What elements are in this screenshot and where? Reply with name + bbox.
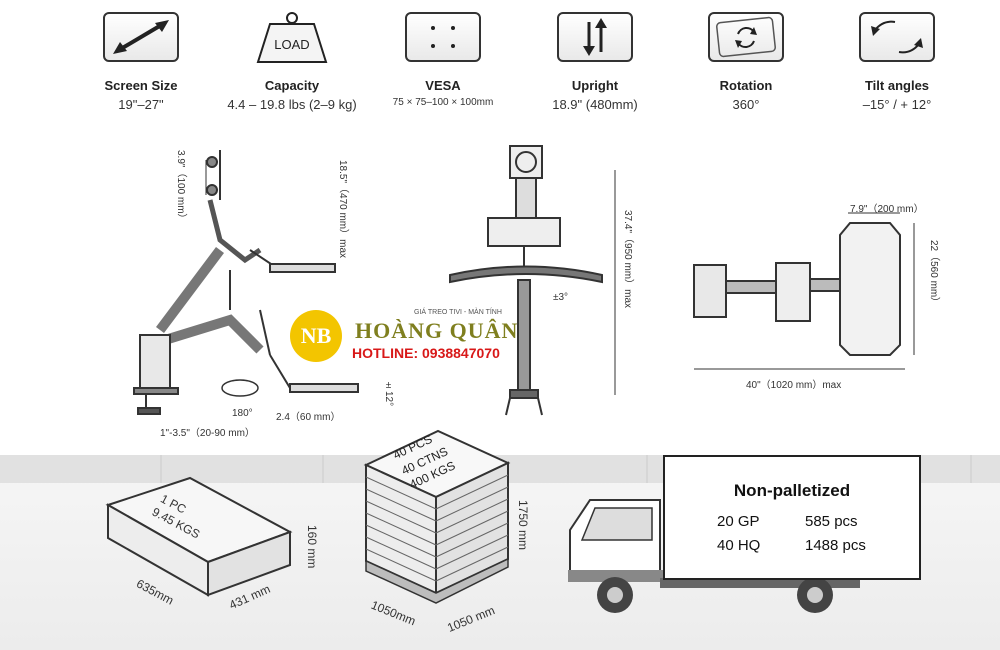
top-depth: 22（560 mm） — [928, 240, 939, 308]
brand-title: HOÀNG QUÂN — [355, 318, 519, 343]
spec-title: Screen Size — [104, 78, 178, 93]
spec-vesa: VESA 75 × 75–100 × 100mm — [368, 12, 518, 108]
carton-box-diagram — [105, 476, 293, 597]
updown-arrows-icon — [557, 12, 633, 62]
pallet-diagram — [363, 429, 511, 604]
side-depth: 2.4（60 mm） — [276, 412, 341, 423]
spec-title: Rotation — [719, 78, 773, 93]
pallet-height: 1750 mm — [516, 500, 530, 551]
side-angle: 180° — [232, 408, 253, 419]
vesa-pattern-icon — [405, 12, 481, 62]
spec-value: 75 × 75–100 × 100mm — [392, 97, 494, 108]
rotation-icon — [708, 12, 784, 62]
shipping-info-panel: Non-palletized 20 GP 585 pcs 40 HQ 1488 pc… — [663, 455, 921, 580]
side-tilt: ±12° — [383, 380, 394, 407]
shipping-row: 20 GP 585 pcs — [717, 513, 858, 530]
spec-rotation: Rotation 360° — [671, 12, 821, 112]
box-height: 160 mm — [305, 525, 319, 569]
brand-logo-text: NB — [300, 323, 332, 348]
tilt-icon — [859, 12, 935, 62]
spec-screen-size: Screen Size 19"–27" — [66, 12, 216, 112]
diagonal-arrow-icon — [103, 12, 179, 62]
spec-title: Upright — [571, 78, 619, 93]
side-view-diagram — [133, 150, 359, 415]
top-width: 7.9"（200 mm） — [850, 204, 924, 215]
container-type: 20 GP — [717, 513, 760, 530]
front-angle: ±3° — [553, 292, 569, 303]
brand-logo: NB — [290, 310, 342, 362]
load-weight-icon: LOAD — [254, 12, 330, 63]
spec-value: 19"–27" — [118, 97, 164, 112]
side-dim-right: 18.5"（470 mm）max — [337, 160, 348, 259]
top-view-diagram — [693, 212, 915, 370]
spec-title: VESA — [425, 78, 461, 93]
spec-value: 360° — [732, 97, 760, 112]
side-clamp: 1"-3.5"（20-90 mm） — [160, 428, 255, 439]
truck-illustration — [568, 499, 860, 613]
container-qty: 585 pcs — [805, 513, 858, 530]
container-qty: 1488 pcs — [805, 537, 866, 554]
hotline-text: HOTLINE: 0938847070 — [352, 345, 500, 361]
spec-title: Capacity — [264, 78, 320, 93]
front-height: 37.4"（950 mm）max — [622, 210, 633, 309]
spec-tilt: Tilt angles –15° / + 12° — [822, 12, 972, 112]
spec-upright: Upright 18.9" (480mm) — [520, 12, 670, 112]
side-dim-left: 3.9"（100 mm） — [175, 150, 186, 224]
shipping-row: 40 HQ 1488 pcs — [717, 537, 866, 554]
container-type: 40 HQ — [717, 537, 761, 554]
brand-tagline: GIÁ TREO TIVI - MÀN TÍNH — [414, 309, 502, 316]
spec-capacity: LOAD Capacity 4.4 – 19.8 lbs (2–9 kg) — [217, 12, 367, 112]
top-width-max: 40"（1020 mm）max — [746, 380, 842, 391]
front-view-diagram — [449, 145, 616, 416]
spec-value: –15° / + 12° — [862, 97, 932, 112]
shipping-title: Non-palletized — [733, 481, 851, 500]
spec-value: 18.9" (480mm) — [552, 97, 638, 112]
spec-value: 4.4 – 19.8 lbs (2–9 kg) — [227, 97, 357, 112]
spec-title: Tilt angles — [864, 78, 930, 93]
load-label: LOAD — [274, 37, 309, 52]
